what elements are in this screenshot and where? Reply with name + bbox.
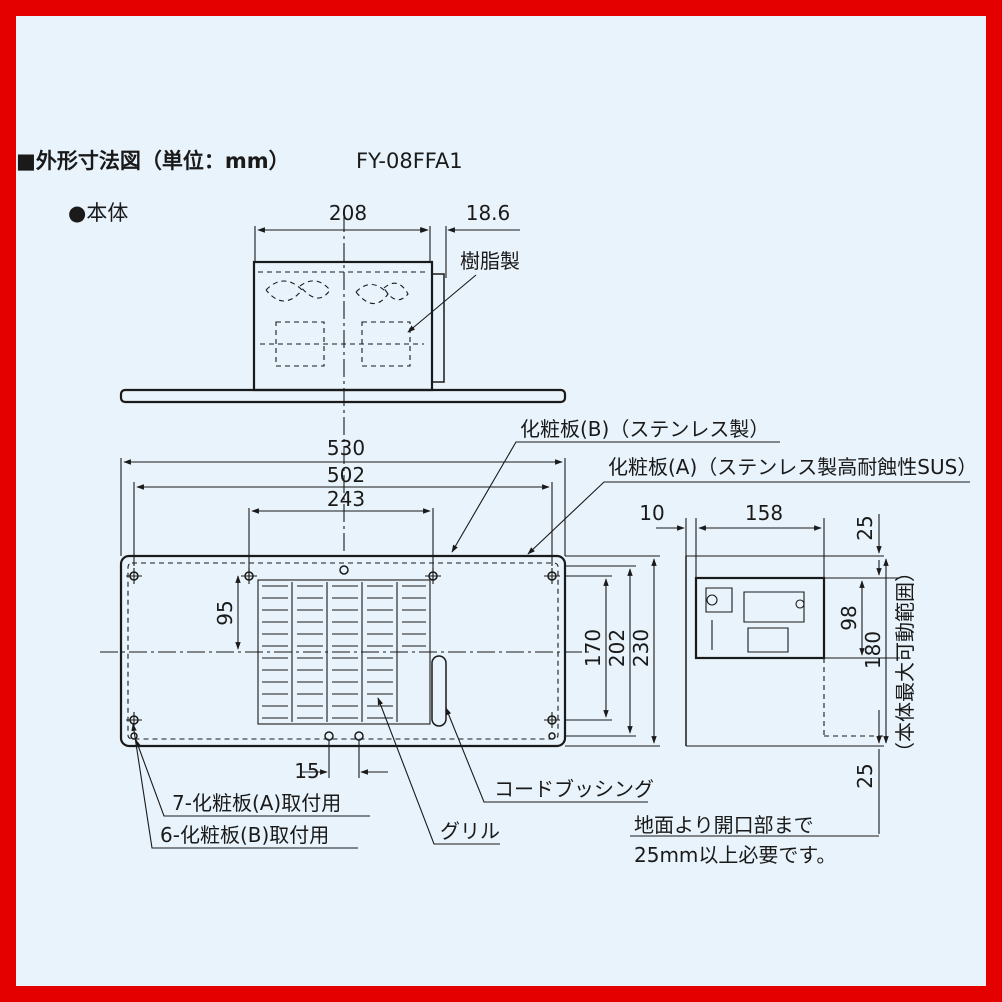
dim-top-width: 208 [329, 201, 367, 225]
label-grille: グリル [440, 819, 500, 843]
label-plate-b: 化粧板(B)（ステンレス製） [520, 417, 769, 441]
dim-170: 170 [581, 629, 605, 667]
label-plate-a: 化粧板(A)（ステンレス製高耐蝕性SUS） [608, 455, 977, 479]
label-max-range: （本体最大可動範囲） [893, 562, 917, 762]
note-line-2: 25mm以上必要です。 [634, 843, 836, 867]
dimension-drawing: ■外形寸法図（単位：mm） FY-08FFA1 ●本体 208 18.6 樹脂製 [16, 149, 977, 867]
dim-15: 15 [294, 759, 319, 783]
note-line-1: 地面より開口部まで [634, 813, 814, 837]
dim-side-25-bottom: 25 [853, 763, 877, 788]
dim-side-98: 98 [837, 605, 861, 630]
section-heading-main-body: ●本体 [68, 201, 128, 225]
front-view: 530 502 243 [100, 417, 977, 849]
label-resin: 樹脂製 [460, 249, 520, 273]
diagram-frame: ■外形寸法図（単位：mm） FY-08FFA1 ●本体 208 18.6 樹脂製 [16, 16, 986, 986]
dim-side-180: 180 [861, 631, 885, 669]
model-number: FY-08FFA1 [356, 149, 463, 173]
dim-202: 202 [605, 629, 629, 667]
side-view: 10 158 25 98 180 （本体最大可動範囲） 25 地面より開口部まで… [630, 501, 917, 867]
dim-side-25-top: 25 [853, 515, 877, 540]
dim-top-offset: 18.6 [466, 201, 511, 225]
label-cord-bushing: コードブッシング [494, 777, 654, 801]
dim-95: 95 [213, 600, 237, 625]
drawing-title: ■外形寸法図（単位：mm） [16, 149, 290, 173]
mounting-holes [126, 565, 560, 741]
label-holes-a: 7-化粧板(A)取付用 [172, 791, 341, 815]
dim-side-10: 10 [639, 501, 664, 525]
dim-502: 502 [327, 463, 365, 487]
dim-530: 530 [327, 436, 365, 460]
dim-230: 230 [629, 629, 653, 667]
dim-243: 243 [327, 487, 365, 511]
top-view: 208 18.6 樹脂製 [119, 201, 567, 555]
grille-slots [257, 579, 431, 725]
cord-bushing [431, 655, 447, 727]
dim-side-158: 158 [745, 501, 783, 525]
label-holes-b: 6-化粧板(B)取付用 [160, 823, 329, 847]
